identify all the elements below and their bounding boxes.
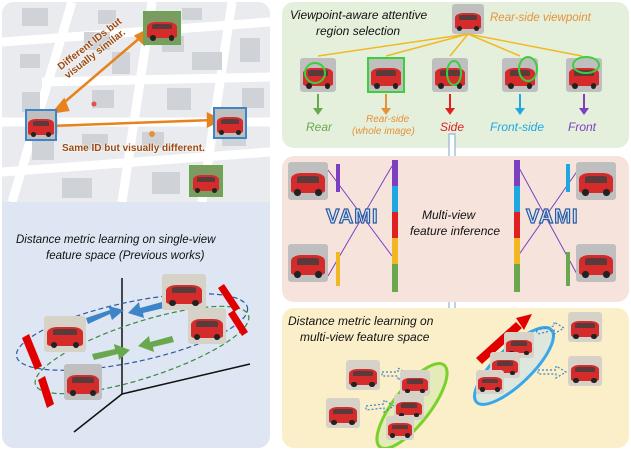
- view-label-front: Front: [568, 120, 597, 134]
- annotation-same-id: Same ID but visually different.: [62, 143, 205, 154]
- map-car-right: [214, 108, 246, 138]
- vami-left-input-top: [288, 162, 328, 200]
- cluster-car-6: [394, 394, 424, 420]
- cluster-car-10: [476, 370, 504, 394]
- view-label-rear-side: Rear-side: [366, 114, 410, 125]
- map-car-bottom-frame: [189, 165, 223, 197]
- street-map: Different IDs but visually similar. Same…: [2, 2, 270, 202]
- view-side-attention: [446, 60, 462, 86]
- inference-label-line2: feature inference: [410, 224, 501, 238]
- vami-diagram: [327, 160, 579, 292]
- vami-right-label: VAMI: [525, 205, 579, 228]
- vami-right-input-bottom: [576, 244, 616, 282]
- map-car-left: [26, 110, 56, 140]
- multi-view-title-line1: Distance metric learning on: [288, 314, 434, 328]
- inference-label-line1: Multi-view: [422, 208, 476, 222]
- view-rear-attention: [304, 62, 326, 84]
- view-front-side-attention: [518, 56, 538, 82]
- map-car-left-frame: [25, 109, 57, 141]
- cluster-ellipse-green: [34, 305, 250, 395]
- input-car: [452, 4, 484, 34]
- left-panel: Different IDs but visually similar. Same…: [2, 2, 270, 448]
- view-front-attention: [572, 56, 600, 74]
- axis-horizontal: [121, 363, 251, 395]
- multi-view-inference-panel: VAMI VAMI Multi-view feature inference: [282, 156, 629, 302]
- cluster-car-2: [326, 398, 360, 428]
- map-car-right-frame: [213, 107, 247, 139]
- map-drawing: [2, 2, 270, 202]
- view-label-side: Side: [440, 120, 465, 134]
- cluster-ellipse-blue: [15, 293, 249, 371]
- axis-depth: [73, 393, 123, 433]
- single-view-feature-space: [15, 278, 251, 433]
- feature-car-4: [64, 364, 102, 400]
- view-label-rear: Rear: [306, 120, 333, 134]
- cluster-car-4: [568, 356, 602, 386]
- view-label-front-side: Front-side: [490, 120, 545, 134]
- multi-view-metric-panel: Distance metric learning on multi-view f…: [282, 308, 629, 448]
- map-car-top: [144, 12, 180, 44]
- region-title-line2: region selection: [316, 24, 401, 38]
- view-rear-side-attention: [367, 57, 405, 93]
- feature-car-3: [188, 308, 226, 344]
- metric-title-line1: Distance metric learning on single-view: [16, 234, 216, 246]
- region-selection-diagram: [313, 33, 589, 115]
- map-car-bottom: [190, 166, 222, 196]
- feature-car-2: [44, 316, 86, 352]
- metric-title-line2: feature space (Previous works): [46, 250, 205, 262]
- view-label-rear-side-sub: (whole image): [352, 126, 415, 137]
- cluster-car-3: [568, 312, 602, 342]
- input-viewpoint-label: Rear-side viewpoint: [490, 12, 591, 24]
- region-title-line1: Viewpoint-aware attentive: [290, 8, 428, 22]
- map-car-top-frame: [143, 11, 181, 45]
- cluster-car-5: [400, 370, 430, 396]
- vami-right-input-top: [576, 162, 616, 200]
- vami-left-input-bottom: [288, 244, 328, 282]
- feature-car-1: [162, 274, 206, 310]
- vami-left-label: VAMI: [325, 205, 379, 228]
- view-car-rear-side: [368, 58, 404, 92]
- cluster-car-7: [386, 416, 414, 440]
- region-selection-panel: Viewpoint-aware attentive region selecti…: [282, 2, 629, 148]
- cluster-car-1: [346, 360, 380, 390]
- multi-view-title-line2: multi-view feature space: [300, 330, 430, 344]
